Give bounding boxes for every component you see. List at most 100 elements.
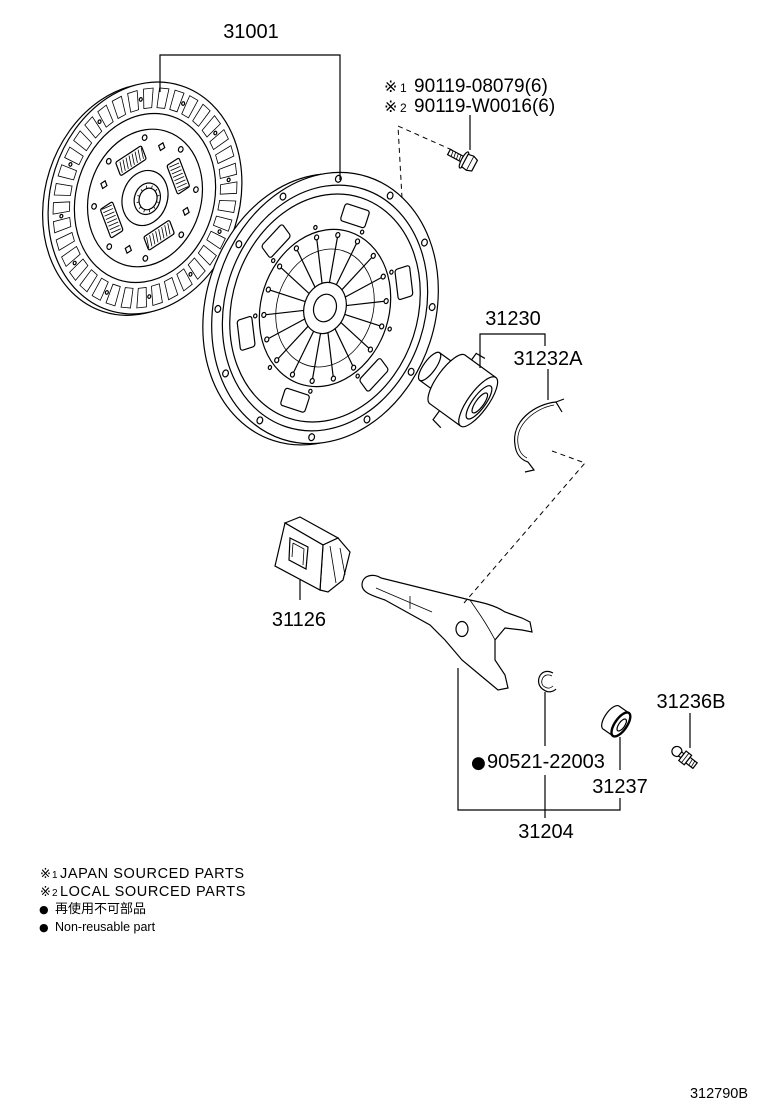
disc-facing-groove: [213, 142, 236, 167]
bushing-bore: [615, 718, 628, 733]
diaphragm-finger-slot: [345, 314, 380, 325]
disc-facing-groove: [138, 85, 158, 110]
diaphragm-slot-hole: [261, 312, 266, 318]
cover-pivot-rivet: [313, 225, 317, 230]
disc-spline-tooth: [157, 195, 159, 197]
note-non-reusable-jp: ●再使用不可部品: [39, 901, 146, 917]
disc-facing-groove: [218, 177, 240, 199]
disc-stop-pin: [124, 245, 133, 255]
non-reusable-mark: ●: [471, 753, 486, 773]
disc-facing-groove: [185, 257, 208, 281]
note-non-reusable-en: ●Non-reusable part: [39, 920, 156, 934]
cover-mounting-hole: [386, 191, 393, 199]
fork-arm-groove: [376, 588, 432, 612]
cover-pivot-rivet: [356, 374, 360, 379]
bolt-thread: [450, 151, 462, 161]
boot-side-face: [320, 538, 350, 592]
disc-plate-hole: [106, 158, 112, 165]
c-clip-inner: [542, 675, 553, 688]
cover-window-opening: [340, 203, 370, 228]
fork-boot: [275, 517, 350, 592]
part-number: 90521-22003: [487, 751, 605, 773]
bearing-front-face: [452, 372, 503, 432]
disc-spline-tooth: [141, 189, 143, 191]
diaphragm-slot-hole: [331, 376, 336, 382]
diaphragm-finger-slot: [307, 333, 327, 378]
disc-rivet: [218, 229, 222, 233]
disc-facing-inner: [53, 95, 237, 301]
ball-stud: [669, 744, 698, 771]
diaphragm-slot-hole: [309, 378, 314, 384]
cover-center-hole: [310, 291, 340, 325]
boot-ribs: [330, 546, 345, 583]
ref-number: 2: [400, 101, 407, 115]
disc-facing-groove: [119, 286, 136, 310]
bearing-race: [462, 382, 496, 422]
disc-damper-spring: [116, 145, 147, 175]
cover-pivot-rivet: [388, 327, 392, 332]
cover-window: [280, 388, 310, 413]
part-label-31126: 31126: [272, 609, 326, 631]
note-number: 1: [52, 870, 58, 881]
disc-facing-groove: [50, 197, 72, 219]
disc-spline-tooth: [137, 196, 139, 197]
release-bearing: [400, 331, 510, 442]
release-fork: [362, 575, 532, 690]
bearing-bore: [470, 391, 491, 415]
bearing-clip: [515, 399, 564, 472]
diaphragm-slot-hole: [379, 323, 384, 329]
disc-hub-spline: [136, 186, 160, 212]
clutch-cover: [169, 140, 473, 477]
disc-facing-groove: [169, 90, 184, 112]
disc-facing-groove: [64, 147, 85, 166]
diaphragm-finger-slot: [294, 329, 314, 374]
disc-rivet: [147, 294, 151, 298]
disc-plate-hole: [178, 231, 184, 238]
disc-facing-groove: [58, 165, 77, 181]
cover-flange-inner: [191, 158, 458, 458]
part-label-31236b: 31236B: [657, 691, 726, 713]
cover-window-opening: [237, 316, 255, 351]
diaphragm-slot-hole: [355, 238, 360, 244]
disc-spline-tooth: [144, 209, 145, 212]
disc-plate-hole: [142, 255, 148, 262]
cover-window: [359, 357, 389, 392]
diaphragm-slot-hole: [314, 234, 319, 240]
fork-body: [362, 575, 532, 690]
disc-facing-groove: [217, 159, 240, 183]
disc-facing-groove: [154, 86, 171, 110]
cover-window-opening: [395, 265, 413, 300]
cover-mounting-hole: [279, 192, 286, 200]
disc-facing-groove: [173, 267, 196, 292]
disc-facing-groove: [196, 245, 218, 267]
diaphragm-finger-slot: [323, 237, 343, 282]
disc-facing-groove: [106, 284, 121, 306]
disc-rivet: [98, 120, 102, 124]
cover-body: [201, 169, 449, 447]
disc-facing-groove: [50, 213, 73, 237]
note-text: LOCAL SOURCED PARTS: [60, 884, 246, 900]
note-mark: ※: [40, 885, 51, 900]
diaphragm-finger-slot: [342, 252, 372, 296]
diaphragm-slot-hole: [368, 347, 373, 353]
disc-rivet: [189, 272, 193, 276]
part-label-31001: 31001: [223, 21, 279, 43]
disc-damper-spring: [144, 220, 175, 250]
diaphragm-finger-slot: [345, 269, 381, 306]
diaphragm-slot-hole: [294, 245, 299, 251]
diaphragm-slot-hole: [274, 357, 279, 363]
note-text: 再使用不可部品: [55, 901, 146, 917]
disc-facing-groove: [79, 268, 99, 293]
disc-rivet: [213, 131, 217, 135]
cover-window: [395, 265, 413, 300]
cover-mounting-hole: [256, 416, 263, 424]
diaphragm-finger-slot: [316, 333, 346, 377]
cover-window: [340, 203, 370, 228]
disc-facing-groove: [181, 95, 198, 119]
ref-number: 1: [400, 81, 407, 95]
disc-plate-hole: [178, 146, 184, 153]
disc-facing-groove: [91, 277, 108, 301]
diaphragm-slot-hole: [277, 263, 282, 269]
